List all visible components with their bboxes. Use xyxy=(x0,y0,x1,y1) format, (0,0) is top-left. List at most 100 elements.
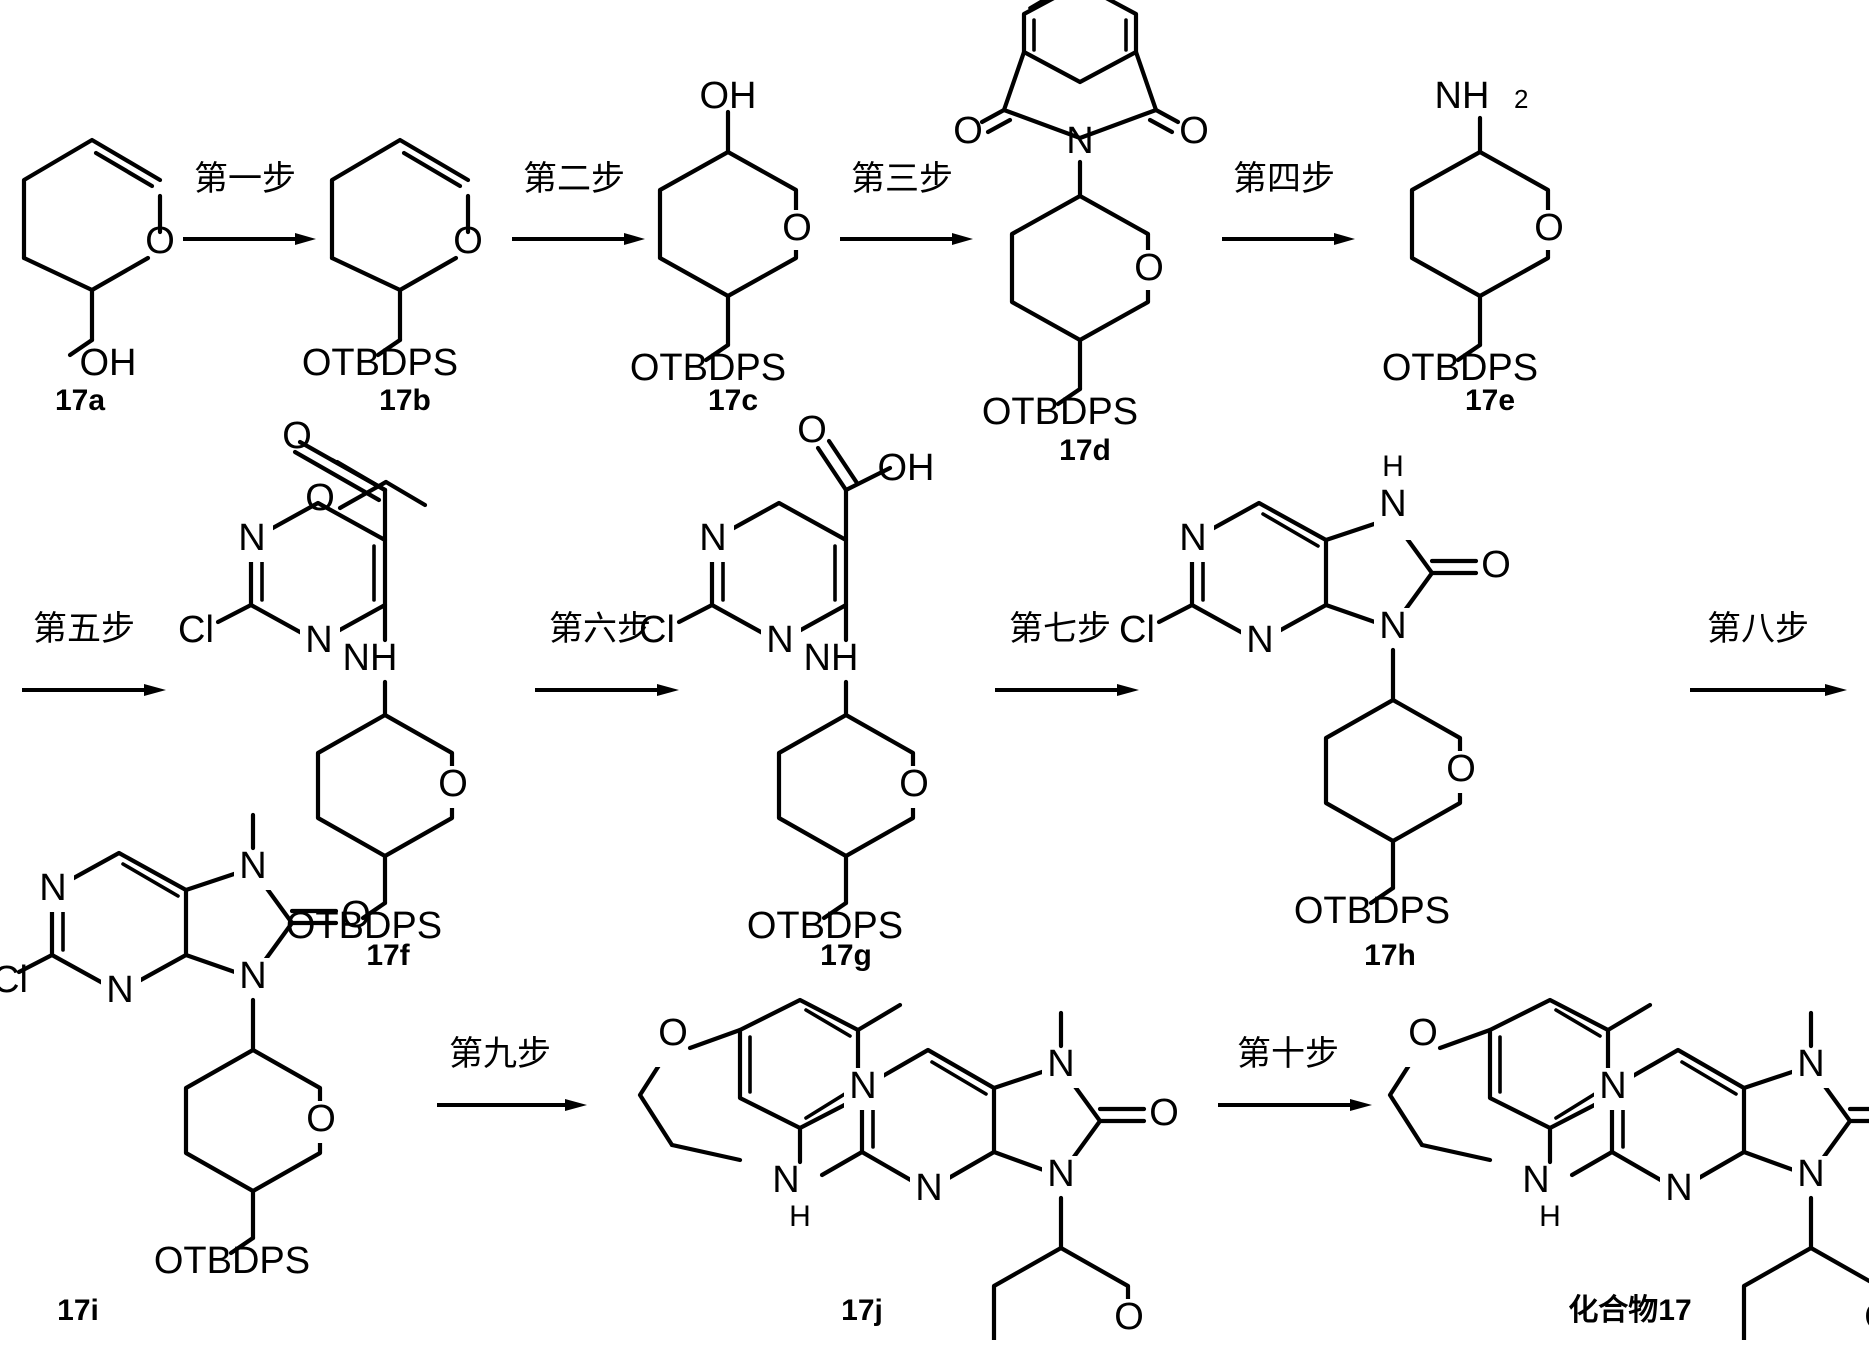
compound-label-17e: 17e xyxy=(1465,384,1515,417)
atom-NH-17f: NH xyxy=(343,637,398,679)
compound-label-17c: 17c xyxy=(708,384,758,417)
atom-N-17final-nh: N xyxy=(1522,1159,1549,1201)
atom-N-17j-4: N xyxy=(1047,1153,1074,1195)
atom-O-17b: O xyxy=(453,220,483,262)
atom-O-17h-carbonyl: O xyxy=(1481,544,1511,586)
atom-O-17d-right: O xyxy=(1179,110,1209,152)
compound-label-17b: 17b xyxy=(379,384,431,417)
atom-OTBDPS-17g: OTBDPS xyxy=(747,905,903,947)
atom-Cl-17h: Cl xyxy=(1119,609,1155,651)
atom-N-17final-4: N xyxy=(1797,1153,1824,1195)
atom-N-17final-1: N xyxy=(1599,1065,1626,1107)
atom-H-17h: H xyxy=(1382,450,1404,483)
arrow-step-4: 第四步 xyxy=(1222,160,1355,245)
atom-OTBDPS-17c: OTBDPS xyxy=(630,347,786,389)
atom-N-17h-3: N xyxy=(1379,483,1406,525)
atom-OH-17g: OH xyxy=(878,447,935,489)
atom-N-17i-3: N xyxy=(239,845,266,887)
atom-N-17j-2: N xyxy=(915,1167,942,1209)
atom-O-17h-ring: O xyxy=(1446,748,1476,790)
atom-O-17f-carbonyl: O xyxy=(282,415,312,457)
arrow-step-9: 第九步 xyxy=(437,1035,587,1111)
arrow-step-5: 第五步 xyxy=(22,610,166,696)
atom-O-17i-carbonyl: O xyxy=(341,894,371,936)
atom-Cl-17g: Cl xyxy=(639,609,675,651)
atom-OH-17a: OH xyxy=(80,342,137,384)
atom-N-17final-2: N xyxy=(1665,1167,1692,1209)
arrow-step-8: 第八步 xyxy=(1690,610,1847,696)
atom-O-17e: O xyxy=(1534,207,1564,249)
step-label-10: 第十步 xyxy=(1237,1035,1339,1073)
atom-N-17h-2: N xyxy=(1246,619,1273,661)
structure-17final: O N H N N N N O O OH xyxy=(1387,997,1869,1361)
compound-label-17a: 17a xyxy=(55,384,105,417)
compound-label-17d-visible: 17d xyxy=(1059,434,1111,467)
atom-N-17i-1: N xyxy=(39,867,66,909)
atom-O-17j-ring: O xyxy=(1114,1296,1144,1338)
structure-17i: N N Cl N N O O OTBDPS xyxy=(0,812,371,1282)
arrow-step-2: 第二步 xyxy=(512,160,645,245)
atom-O-17i-ring: O xyxy=(306,1098,336,1140)
atom-O-17c: O xyxy=(782,207,812,249)
atom-Cl-17f: Cl xyxy=(178,609,214,651)
atom-OH-17c: OH xyxy=(700,75,757,117)
arrow-step-1: 第一步 xyxy=(183,160,316,245)
atom-OTBDPS-17d: OTBDPS xyxy=(982,391,1138,433)
atom-O-17final-furan: O xyxy=(1408,1012,1438,1054)
arrow-step-10: 第十步 xyxy=(1218,1035,1372,1111)
arrow-step-7: 第七步 xyxy=(995,610,1139,696)
atom-O-17j-furan: O xyxy=(658,1012,688,1054)
step-label-6: 第六步 xyxy=(549,610,651,648)
structure-17e: NH 2 O OTBDPS xyxy=(1382,75,1570,389)
atom-H-17final-nh: H xyxy=(1539,1200,1561,1233)
atom-N-17j-nh: N xyxy=(772,1159,799,1201)
atom-N-17i-2: N xyxy=(106,969,133,1011)
compound-label-17final: 化合物17 xyxy=(1568,1293,1691,1327)
atom-N-17h-4: N xyxy=(1379,605,1406,647)
atom-OTBDPS-17i: OTBDPS xyxy=(154,1240,310,1282)
atom-N-17g-2: N xyxy=(766,619,793,661)
atom-O-17g-carbonyl: O xyxy=(797,409,827,451)
structure-17f: N N Cl O O NH O OTBDPS xyxy=(178,415,474,947)
atom-N-17j-3: N xyxy=(1047,1043,1074,1085)
atom-O-17g-ring: O xyxy=(899,763,929,805)
atom-O-17f-ester: O xyxy=(305,477,335,519)
atom-OTBDPS-17b: OTBDPS xyxy=(302,342,458,384)
arrow-step-3: 第三步 xyxy=(840,160,973,245)
atom-N-17h-1: N xyxy=(1179,517,1206,559)
step-label-1: 第一步 xyxy=(194,160,296,198)
structure-17g: N N Cl O OH NH O OTBDPS xyxy=(639,409,935,947)
atom-O-17a: O xyxy=(145,220,175,262)
atom-H-17j-nh: H xyxy=(789,1200,811,1233)
atom-O-17d-ring: O xyxy=(1134,247,1164,289)
atom-N-17f-2: N xyxy=(305,619,332,661)
structure-17a: O OH xyxy=(21,137,175,384)
compound-label-17i: 17i xyxy=(57,1294,99,1327)
atom-O-17d-left: O xyxy=(953,110,983,152)
compound-label-17f-visible: 17f xyxy=(366,939,410,972)
atom-NH-17g: NH xyxy=(804,637,859,679)
structure-17h: N N Cl N H N O O OTBDPS xyxy=(1119,450,1511,932)
atom-N-17f-1: N xyxy=(238,517,265,559)
structure-17d: O O N O OTBDPS xyxy=(953,0,1209,433)
step-label-5: 第五步 xyxy=(33,610,135,648)
atom-N-17i-4: N xyxy=(239,955,266,997)
step-label-8: 第八步 xyxy=(1707,610,1809,648)
step-label-2: 第二步 xyxy=(523,160,625,198)
compound-label-17g: 17g xyxy=(820,939,872,972)
structure-17c: OH O OTBDPS xyxy=(630,75,818,389)
atom-NH2-17e: NH xyxy=(1435,75,1490,117)
atom-NH2-sub-17e: 2 xyxy=(1514,84,1528,114)
step-label-7: 第七步 xyxy=(1009,610,1111,648)
atom-N-17final-3: N xyxy=(1797,1043,1824,1085)
atom-O-17j-carbonyl: O xyxy=(1149,1092,1179,1134)
atom-N-17d: N xyxy=(1066,120,1093,162)
structure-17b: O OTBDPS xyxy=(302,137,483,384)
atom-OTBDPS-17e: OTBDPS xyxy=(1382,347,1538,389)
atom-O-17f-ring: O xyxy=(438,763,468,805)
atom-N-17j-1: N xyxy=(849,1065,876,1107)
atom-Cl-17i: Cl xyxy=(0,959,28,1001)
step-label-3: 第三步 xyxy=(851,160,953,198)
